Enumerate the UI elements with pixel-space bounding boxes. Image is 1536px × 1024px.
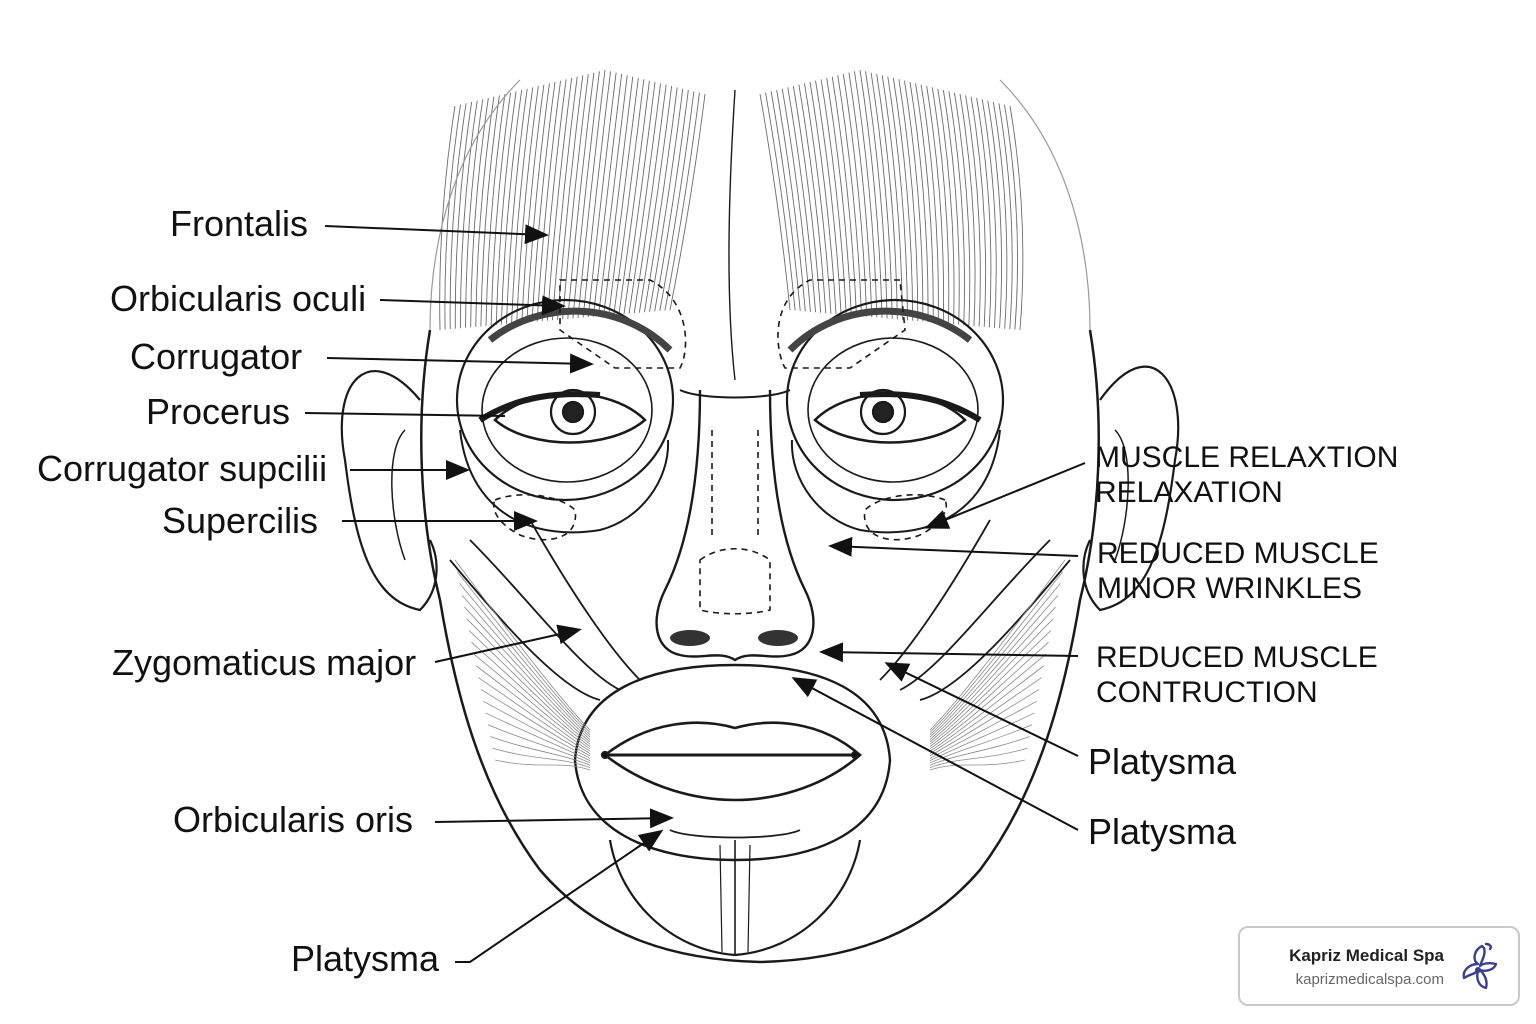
label-reduced-muscle-wrinkles: REDUCED MUSCLE MINOR WRINKLES [1097,536,1379,606]
label-reduced-muscle-wrinkles-line2: MINOR WRINKLES [1097,572,1363,605]
lips [602,721,862,802]
label-zygomaticus-major: Zygomaticus major [112,642,417,683]
label-reduced-muscle-contraction-line1: REDUCED MUSCLE [1096,641,1378,674]
label-frontalis: Frontalis [170,203,309,244]
brand-card: Kapriz Medical Spa kaprizmedicalspa.com [1238,926,1520,1006]
label-reduced-muscle-wrinkles-line1: REDUCED MUSCLE [1097,537,1379,570]
brand-url: kaprizmedicalspa.com [1295,971,1444,988]
pointer-lines [304,224,1086,963]
left-ear [340,370,438,612]
label-supercilis: Supercilis [162,500,319,541]
label-muscle-relaxation: MUSCLE RELAXTION RELAXATION [1095,440,1398,510]
frontalis-muscle [439,69,1024,381]
label-procerus: Procerus [146,391,291,432]
brand-logo-icon [1462,942,1498,990]
face-outline [420,329,1100,964]
face-illustration [340,69,1180,964]
right-orbicularis-oculi [785,298,1005,502]
nose [655,389,815,662]
label-platysma-right-1: Platysma [1088,741,1237,782]
label-muscle-relaxation-line1: MUSCLE RELAXTION [1095,441,1399,474]
orbicularis-oris [573,663,892,862]
zygomaticus-major-muscle [449,519,1071,701]
label-orbicularis-oris: Orbicularis oris [173,799,414,840]
label-platysma-right-2: Platysma [1088,811,1237,852]
label-platysma-bottom: Platysma [291,938,440,979]
label-orbicularis-oculi: Orbicularis oculi [110,278,367,319]
right-ear [1082,365,1180,612]
label-muscle-relaxation-line2: RELAXATION [1095,476,1283,509]
brand-name: Kapriz Medical Spa [1289,946,1444,965]
label-corrugator-supcilii: Corrugator supcilii [37,448,328,489]
label-reduced-muscle-contraction: REDUCED MUSCLE CONTRUCTION [1096,640,1378,710]
label-reduced-muscle-contraction-line2: CONTRUCTION [1096,676,1318,709]
label-corrugator: Corrugator [130,336,303,377]
